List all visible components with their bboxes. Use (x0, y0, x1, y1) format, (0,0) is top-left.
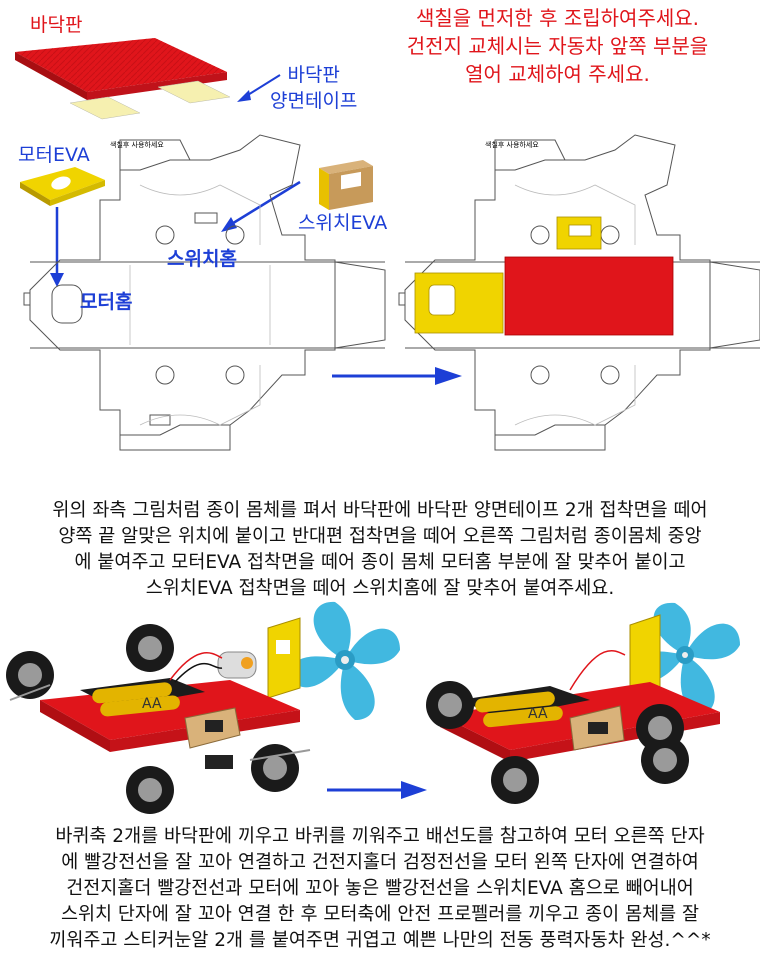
tape-arrow (237, 74, 281, 102)
step2-arrow (327, 781, 427, 799)
base-tape-label: 바닥판 양면테이프 (270, 64, 358, 112)
notice-line-2: 건전지 교체시는 자동차 앞쪽 부분을 (406, 34, 709, 58)
switch-eva-arrow (221, 180, 301, 232)
propeller-left (290, 601, 400, 720)
paper-body-template-left: 색칠후 사용하세요 (23, 134, 386, 451)
notice-line-3: 열어 교체하여 주세요. (465, 62, 650, 86)
motor-slot-label: 모터홈 (80, 291, 133, 313)
notice-line-1: 색칠을 먼저한 후 조립하여주세요. (415, 6, 700, 30)
step1-arrow (332, 367, 462, 385)
motor-eva-illustration (20, 167, 105, 206)
step1-instructions: 위의 좌측 그림처럼 종이 몸체를 펴서 바닥판에 바닥판 양면테이프 2개 접… (0, 498, 760, 602)
base-plate-illustration (15, 38, 227, 100)
motor-eva-arrow (50, 207, 64, 287)
step2-line-2: 에 빨강전선을 잘 꼬아 연결하고 건전지홀더 검정전선을 모터 왼쪽 단자에 … (61, 852, 699, 873)
switch-eva-illustration (319, 160, 373, 210)
step1-line-1: 위의 좌측 그림처럼 종이 몸체를 펴서 바닥판에 바닥판 양면테이프 2개 접… (52, 500, 708, 521)
step2-line-5: 끼워주고 스티커눈알 2개 를 붙여주면 귀엽고 예쁜 나만의 전동 풍력자동차… (49, 930, 711, 951)
step2-line-3: 건전지홀더 빨강전선과 모터에 꼬아 놓은 빨강전선을 스위치EVA 홈으로 빼… (66, 878, 694, 899)
assembly-notice: 색칠을 먼저한 후 조립하여주세요. 건전지 교체시는 자동차 앞쪽 부분을 열… (360, 4, 755, 88)
car-assembled-illustration: AA (426, 602, 740, 804)
battery-label-right: AA (528, 706, 548, 722)
print-note-right: 색칠후 사용하세요 (485, 140, 539, 149)
step2-instructions: 바퀴축 2개를 바닥판에 끼우고 바퀴를 끼워주고 배선도를 참고하여 모터 오… (0, 824, 760, 954)
step1-line-3: 에 붙여주고 모터EVA 접착면을 떼어 종이 몸체 모터홈 부분에 잘 맞추어… (74, 552, 686, 573)
base-plate-label: 바닥판 (30, 14, 83, 36)
step1-line-2: 양쪽 끝 알맞은 위치에 붙이고 반대편 접착면을 떼어 오른쪽 그림처럼 종이… (58, 526, 702, 547)
motor-eva-placed (414, 272, 504, 334)
step2-line-1: 바퀴축 2개를 바닥판에 끼우고 바퀴를 끼워주고 배선도를 참고하여 모터 오… (55, 826, 705, 847)
base-tape-illustration (69, 80, 231, 120)
paper-body-template-right: 색칠후 사용하세요 (398, 134, 760, 451)
battery-label-left: AA (142, 696, 162, 712)
red-base-plate-placed (504, 256, 674, 336)
switch-slot-label: 스위치홈 (167, 248, 237, 270)
motor-eva-label: 모터EVA (18, 144, 90, 166)
car-exploded-illustration: AA (6, 601, 400, 814)
print-note-left: 색칠후 사용하세요 (110, 140, 164, 149)
switch-eva-label: 스위치EVA (298, 212, 388, 234)
step1-line-4: 스위치EVA 접착면을 떼어 스위치홈에 잘 맞추어 붙여주세요. (145, 578, 615, 599)
step2-line-4: 스위치 단자에 잘 꼬아 연결 한 후 모터축에 안전 프로펠러를 끼우고 종이… (60, 904, 700, 925)
